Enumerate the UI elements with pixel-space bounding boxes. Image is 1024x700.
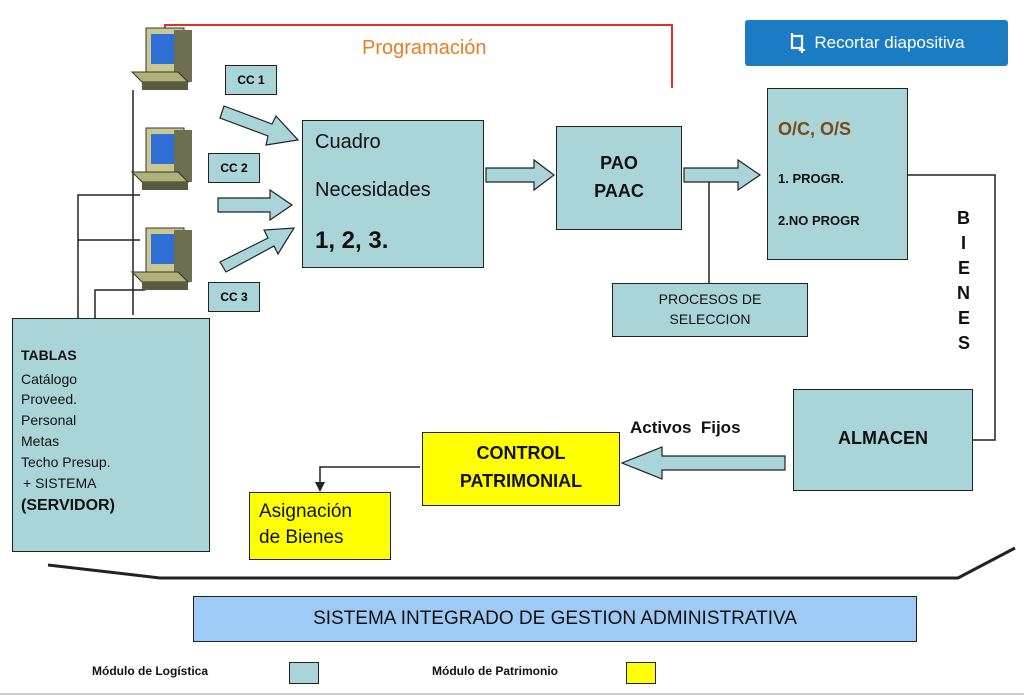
cuadro-line1: Cuadro [315, 131, 381, 153]
tablas-footer: (SERVIDOR) [21, 497, 115, 514]
oc-os-box: O/C, O/S 1. PROGR. 2.NO PROGR [767, 88, 908, 260]
activos-fijos-label: Activos Fijos [630, 418, 741, 437]
pao-paac-box: PAO PAAC [556, 126, 682, 230]
tablas-item: Personal [21, 412, 77, 428]
arrow-cc1 [219, 105, 300, 146]
tablas-servidor-box: TABLAS Catálogo Proveed. Personal Metas … [12, 318, 210, 552]
network-line-3 [94, 289, 145, 318]
asignacion-line1: Asignación [259, 501, 352, 522]
control-line1: CONTROL [476, 443, 566, 463]
procesos-line2: SELECCION [669, 311, 751, 327]
slide-bottom-border [0, 693, 1024, 695]
arrow-almacen-control [620, 446, 786, 480]
sistema-integrado-bar: SISTEMA INTEGRADO DE GESTION ADMINISTRAT… [193, 596, 917, 642]
crop-icon [791, 33, 806, 53]
legend-patrimonio-swatch [626, 662, 656, 684]
oc-item2: 2.NO PROGR [778, 213, 860, 228]
legend-logistica-swatch [289, 662, 319, 684]
computer-icon [130, 227, 192, 290]
bienes-line [908, 174, 996, 441]
pao-line1: PAO [600, 153, 638, 173]
bottom-frame-line [47, 546, 1016, 580]
crop-slide-label: Recortar diapositiva [814, 33, 965, 52]
cc-box: CC 3 [208, 282, 260, 312]
almacen-box: ALMACEN [793, 389, 973, 491]
computer-icon [130, 127, 192, 190]
cuadro-line3: 1, 2, 3. [315, 227, 389, 254]
computer-icon [130, 27, 192, 90]
tablas-title: TABLAS [21, 347, 77, 363]
arrow-cc3 [219, 227, 296, 273]
legend-logistica-label: Módulo de Logística [92, 664, 208, 678]
tablas-item: Techo Presup. [21, 454, 111, 470]
cc-box: CC 2 [208, 153, 260, 183]
almacen-label: ALMACEN [838, 428, 928, 448]
control-asignacion-arrowhead [315, 482, 325, 492]
pao-line2: PAAC [594, 181, 644, 201]
bienes-letter: S [958, 333, 971, 353]
network-line-2 [77, 194, 140, 318]
arrow-cuadro-pao [485, 158, 555, 192]
crop-slide-button[interactable]: Recortar diapositiva [745, 20, 1008, 66]
oc-title: O/C, O/S [778, 119, 852, 139]
bienes-letter: E [958, 308, 971, 328]
oc-item1: 1. PROGR. [778, 171, 844, 186]
control-patrimonial-box: CONTROL PATRIMONIAL [422, 432, 620, 506]
sistema-integrado-label: SISTEMA INTEGRADO DE GESTION ADMINISTRAT… [313, 608, 797, 629]
bienes-letter: I [961, 233, 967, 253]
control-line2: PATRIMONIAL [459, 471, 583, 491]
bienes-letter: B [957, 208, 970, 228]
cc-box: CC 1 [225, 65, 277, 95]
cuadro-line2: Necesidades [315, 179, 431, 201]
arrow-cc2 [217, 188, 294, 222]
arrow-pao-oc [683, 158, 762, 192]
procesos-line1: PROCESOS DE [658, 291, 762, 307]
asignacion-bienes-box: Asignación de Bienes [249, 492, 391, 560]
control-asignacion-line [319, 466, 420, 484]
procesos-seleccion-box: PROCESOS DE SELECCION [612, 283, 808, 337]
tablas-item: Catálogo [21, 371, 78, 387]
bienes-letter: E [958, 258, 971, 278]
asignacion-line2: de Bienes [259, 527, 344, 548]
legend-patrimonio-label: Módulo de Patrimonio [432, 664, 558, 678]
tablas-item: Proveed. [21, 391, 78, 407]
programacion-label: Programación [362, 37, 487, 59]
cuadro-necesidades-box: Cuadro Necesidades 1, 2, 3. [302, 120, 484, 268]
tablas-item: + SISTEMA [23, 475, 97, 491]
tablas-item: Metas [21, 433, 60, 449]
bienes-letter: N [957, 283, 970, 303]
